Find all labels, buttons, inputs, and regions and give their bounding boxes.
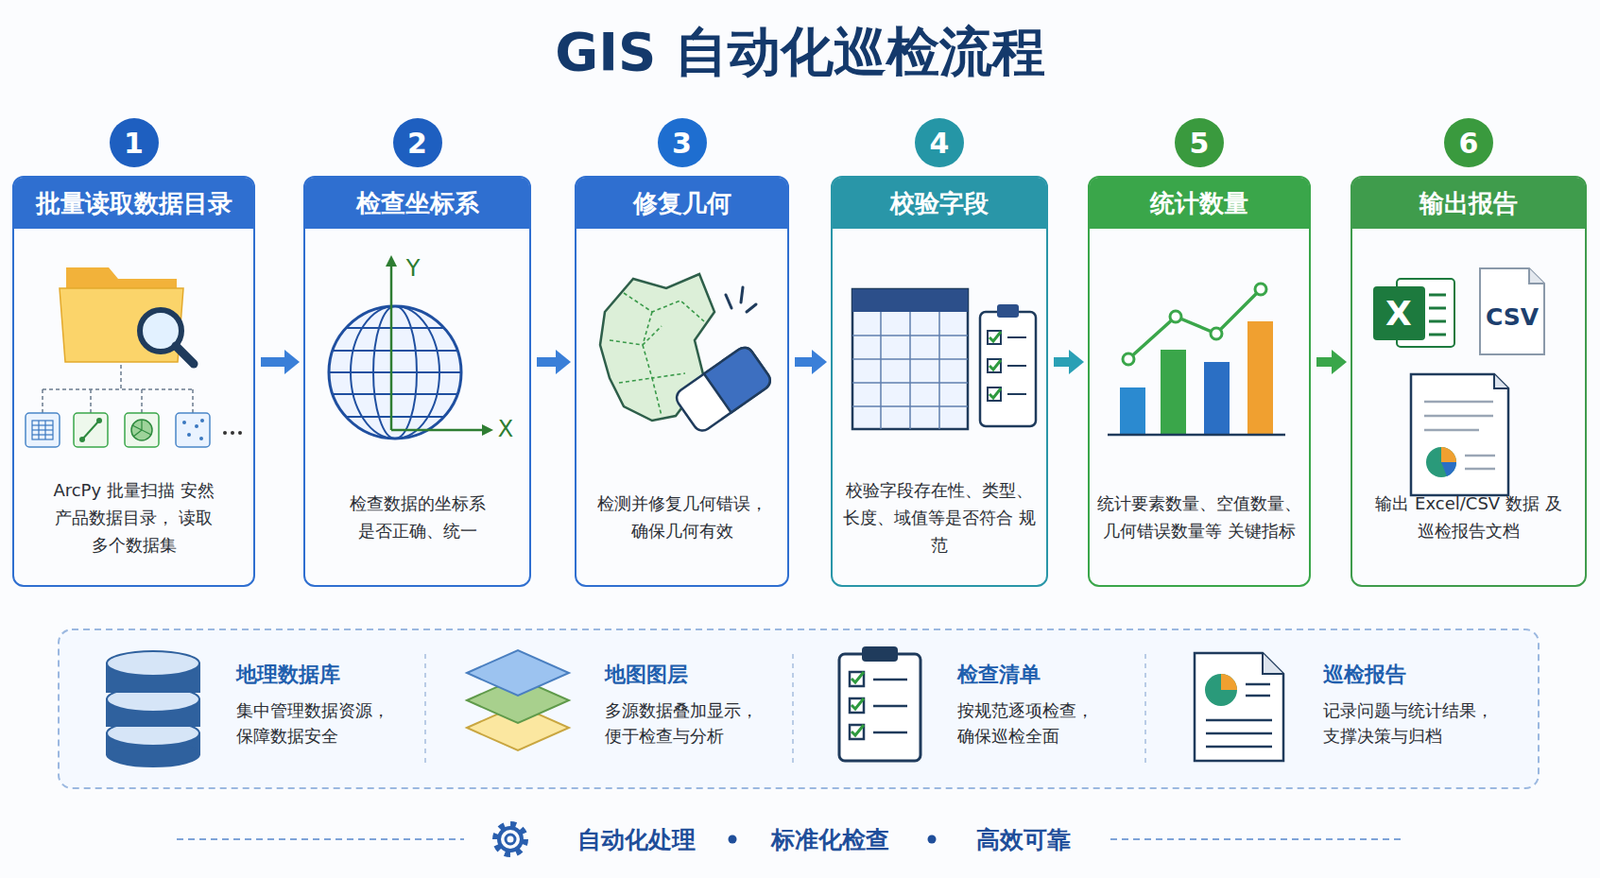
label-text: X	[1385, 293, 1412, 333]
flow-arrow	[794, 349, 827, 375]
item-body: 多源数据叠加显示， 便于检查与分析	[604, 697, 768, 749]
item-heading: 检查清单	[957, 661, 1105, 689]
item-body: 集中管理数据资源， 保障数据安全	[236, 697, 399, 749]
feature-item: 地理数据库集中管理数据资源， 保障数据安全	[236, 661, 399, 749]
card-body: 检测并修复几何错误， 确保几何有效	[576, 461, 788, 573]
item-body: 按规范逐项检查， 确保巡检全面	[957, 697, 1105, 749]
body-text: 校验字段存在性、类型、 长度、域值等是否符合 规范	[841, 476, 1038, 559]
label-text: 高效可靠	[976, 824, 1071, 856]
step-number: 1	[109, 118, 159, 168]
item-heading: 地理数据库	[236, 661, 399, 689]
feature-item: 地图图层多源数据叠加显示， 便于检查与分析	[604, 661, 768, 749]
label-text: Y	[406, 255, 421, 282]
card-body: 统计要素数量、空值数量、 几何错误数量等 关键指标	[1089, 461, 1309, 573]
step-number: 3	[657, 118, 707, 168]
card-body: 校验字段存在性、类型、 长度、域值等是否符合 规范	[832, 461, 1047, 573]
body-text: ArcPy 批量扫描 安然产品数据目录， 读取多个数据集	[49, 476, 220, 559]
step-number: 6	[1444, 118, 1494, 168]
label-text: 自动化处理	[577, 824, 696, 856]
diagram-title: GIS 自动化巡检流程	[0, 17, 1600, 89]
card-heading: 输出报告	[1352, 177, 1585, 229]
body-text: 输出 Excel/CSV 数据 及巡检报告文档	[1374, 489, 1564, 545]
process-card: 4校验字段校验字段存在性、类型、 长度、域值等是否符合 规范	[830, 175, 1049, 587]
card-heading: 批量读取数据目录	[14, 177, 254, 229]
process-card: 5统计数量统计要素数量、空值数量、 几何错误数量等 关键指标	[1087, 175, 1311, 587]
step-number: 5	[1174, 118, 1224, 168]
label-text: CSV	[1485, 303, 1539, 331]
flow-arrow	[536, 349, 571, 375]
card-heading: 校验字段	[832, 177, 1047, 229]
flow-arrow	[1053, 349, 1084, 375]
body-text: 检查数据的坐标系 是否正确、统一	[342, 489, 494, 545]
flow-arrow	[1316, 349, 1347, 375]
step-number: 2	[393, 118, 443, 168]
item-body: 记录问题与统计结果， 支撑决策与归档	[1323, 697, 1503, 749]
label-text: X	[498, 415, 514, 443]
process-card: 6输出报告输出 Excel/CSV 数据 及巡检报告文档	[1350, 175, 1587, 587]
card-heading: 修复几何	[576, 177, 788, 229]
body-text: 统计要素数量、空值数量、 几何错误数量等 关键指标	[1093, 489, 1306, 545]
item-heading: 巡检报告	[1323, 661, 1503, 689]
step-number: 4	[914, 118, 964, 168]
flow-arrow	[260, 349, 300, 375]
process-card: 1批量读取数据目录ArcPy 批量扫描 安然产品数据目录， 读取多个数据集	[12, 175, 256, 587]
card-body: ArcPy 批量扫描 安然产品数据目录， 读取多个数据集	[14, 461, 254, 573]
process-card: 3修复几何检测并修复几何错误， 确保几何有效	[574, 175, 790, 587]
card-body: 检查数据的坐标系 是否正确、统一	[305, 461, 530, 573]
feature-item: 巡检报告记录问题与统计结果， 支撑决策与归档	[1323, 661, 1503, 749]
item-heading: 地图图层	[604, 661, 768, 689]
label-text: 标准化检查	[771, 824, 890, 856]
body-text: 检测并修复几何错误， 确保几何有效	[591, 489, 774, 545]
process-card: 2检查坐标系检查数据的坐标系 是否正确、统一	[303, 175, 532, 587]
card-heading: 检查坐标系	[305, 177, 530, 229]
card-body: 输出 Excel/CSV 数据 及巡检报告文档	[1352, 461, 1585, 573]
feature-item: 检查清单按规范逐项检查， 确保巡检全面	[957, 661, 1105, 749]
card-heading: 统计数量	[1089, 177, 1309, 229]
